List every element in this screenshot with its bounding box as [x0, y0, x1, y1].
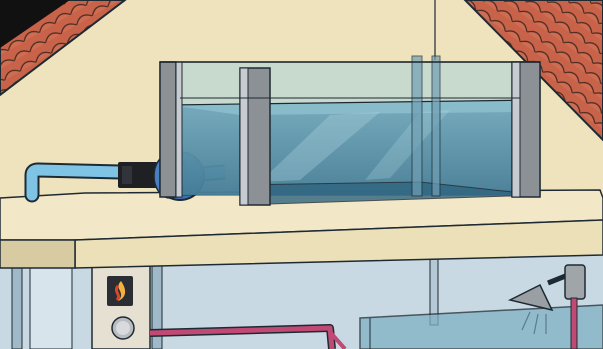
flame-icon	[107, 276, 133, 306]
boiler-panel	[92, 262, 150, 349]
water-tank	[160, 56, 540, 205]
boiler-knob	[112, 317, 134, 339]
